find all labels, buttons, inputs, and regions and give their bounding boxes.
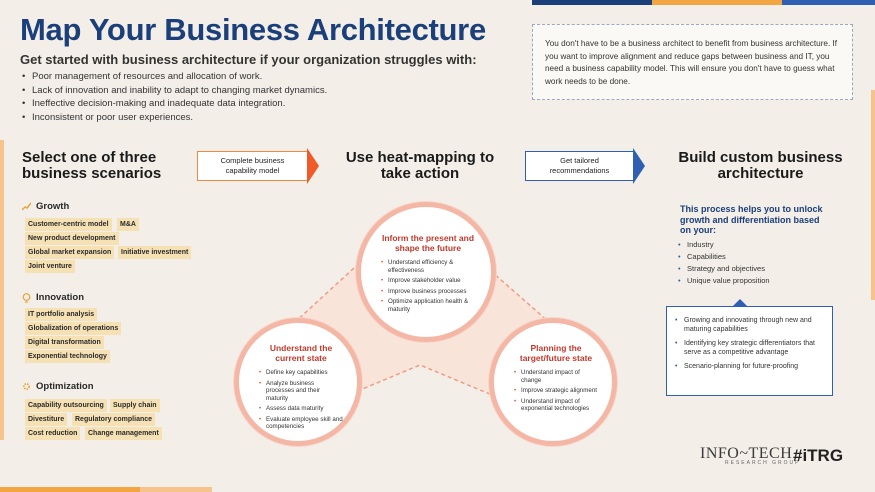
top-strip-blue [782,0,875,5]
tag-globalization: Globalization of operations [25,322,122,335]
infotech-logo-subtitle: RESEARCH GROUP [725,460,801,466]
circle-left-item: Evaluate employee skill and competencies [259,416,343,431]
arrow-complete-model: Complete business capability model [197,151,307,181]
circle-top-item: Understand efficiency & effectiveness [381,259,475,274]
build-item: Unique value proposition [678,275,770,287]
tag-change-management: Change management [85,427,162,440]
struggles-list: Poor management of resources and allocat… [22,70,327,124]
tag-supply-chain: Supply chain [110,399,160,412]
arrow-recommendations: Get tailored recommendations [525,151,633,181]
circle-current-state: Understand the current state Define key … [234,318,362,446]
circle-future-state: Planning the target/future state Underst… [489,318,617,446]
tag-capability-outsourcing: Capability outsourcing [25,399,107,412]
circle-right-item: Understand impact of change [514,369,598,384]
circle-top-title: Inform the present and shape the future [381,233,475,253]
page-subtitle: Get started with business architecture i… [20,52,477,67]
build-intro: This process helps you to unlock growth … [680,204,823,235]
tag-it-portfolio: IT portfolio analysis [25,308,98,321]
bottom-strip-orange [0,487,140,492]
top-strip-orange [652,0,782,5]
outcome-item: Scenario-planning for future-proofing [675,363,824,372]
outcome-item: Identifying key strategic differentiator… [675,340,824,357]
outcome-box-notch [733,299,747,306]
infotech-logo: INFO~TECH [700,445,793,462]
circle-left-title: Understand the current state [269,343,333,363]
build-items-list: Industry Capabilities Strategy and objec… [678,239,770,287]
circle-right-item: Understand impact of exponential technol… [514,398,598,413]
circle-right-item: Improve strategic alignment [514,387,598,395]
scenario-growth-heading: Growth [21,201,70,212]
circle-left-item: Define key capabilities [259,369,343,377]
circle-right-list: Understand impact of change Improve stra… [514,369,598,413]
tag-joint-venture: Joint venture [25,260,75,273]
circle-inform-present: Inform the present and shape the future … [356,202,496,342]
lightbulb-icon [22,293,31,303]
outcome-list: Growing and innovating through new and m… [675,317,824,372]
circle-left-item: Analyze business processes and their mat… [259,380,343,403]
tag-customer-centric: Customer-centric model [25,218,112,231]
scenario-innovation-label: Innovation [36,292,85,303]
step-select-scenarios: Select one of three business scenarios [22,149,162,182]
tag-regulatory-compliance: Regulatory compliance [72,413,156,426]
circle-left-item: Assess data maturity [259,405,343,413]
tag-cost-reduction: Cost reduction [25,427,81,440]
tag-digital-transformation: Digital transformation [25,336,104,349]
tag-new-product: New product development [25,232,119,245]
tag-divestiture: Divestiture [25,413,68,426]
circle-top-item: Improve business processes [381,288,475,296]
tag-initiative-investment: Initiative investment [118,246,192,259]
build-item: Capabilities [678,251,770,263]
bottom-strip-peach [140,487,212,492]
top-strip-navy [532,0,652,5]
circle-left-list: Define key capabilities Analyze business… [259,369,343,431]
tag-exponential-technology: Exponential technology [25,350,110,363]
scenario-growth-label: Growth [36,201,70,212]
arrowhead-orange [307,148,319,184]
build-item: Strategy and objectives [678,263,770,275]
side-strip-left [0,140,4,440]
page-title: Map Your Business Architecture [20,12,486,47]
growth-chart-icon [21,202,32,211]
outcome-item: Growing and innovating through new and m… [675,317,824,334]
itrg-logo: #iTRG [793,446,844,465]
struggle-item: Lack of innovation and inability to adap… [22,84,327,98]
circle-top-item: Improve stakeholder value [381,277,475,285]
circle-top-list: Understand efficiency & effectiveness Im… [381,259,475,313]
gear-icon [22,382,31,391]
outcome-box: Growing and innovating through new and m… [666,306,833,396]
scenario-innovation-heading: Innovation [22,292,84,303]
tag-global-market: Global market expansion [25,246,115,259]
build-item: Industry [678,239,770,251]
struggle-item: Poor management of resources and allocat… [22,70,327,84]
step-heat-mapping: Use heat-mapping to take action [345,149,495,182]
circle-right-title: Planning the target/future state [519,343,593,363]
scenario-optimization-label: Optimization [36,381,94,392]
struggle-item: Ineffective decision-making and inadequa… [22,97,327,111]
callout-box: You don't have to be a business architec… [532,24,853,100]
tag-ma: M&A [117,218,139,231]
scenario-optimization-heading: Optimization [22,381,94,392]
struggle-item: Inconsistent or poor user experiences. [22,111,327,125]
arrowhead-blue [633,148,645,184]
step-build-architecture: Build custom business architecture [678,149,843,182]
side-strip-right [871,90,875,300]
circle-top-item: Optimize application health & maturity [381,298,475,313]
